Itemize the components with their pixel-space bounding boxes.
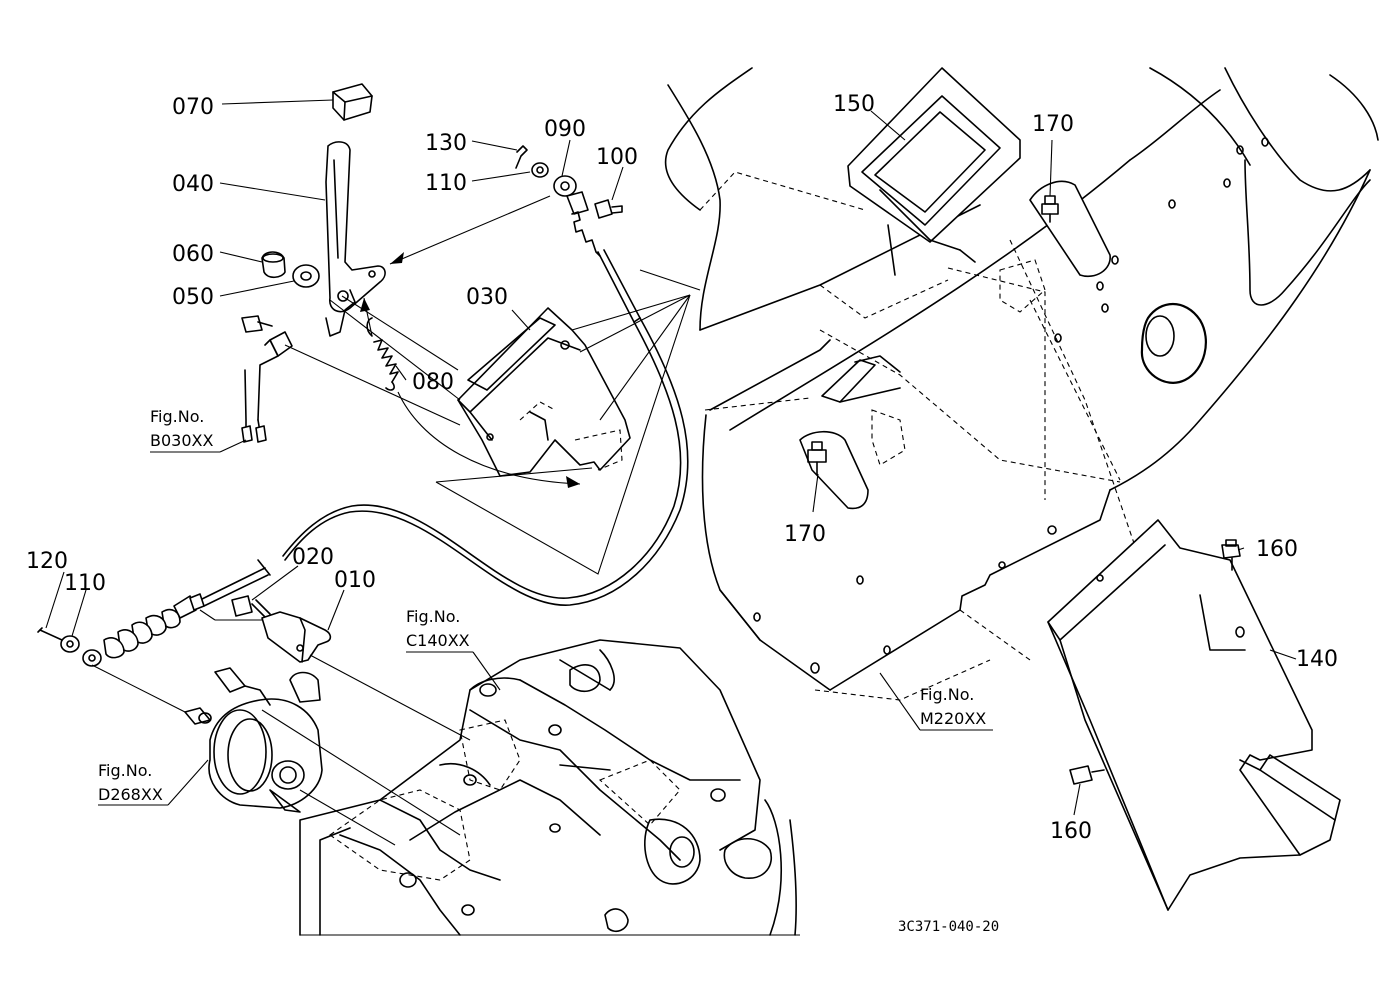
part-170-lower-bracket <box>799 430 869 510</box>
part-b030-switch <box>241 315 293 443</box>
assembly-lines-lower <box>91 609 471 846</box>
fender-holes <box>753 137 1269 674</box>
transmission-housing <box>299 639 800 936</box>
fender-rail <box>821 259 1046 466</box>
label-110-lower: 110 <box>64 571 106 596</box>
label-120: 120 <box>26 549 68 574</box>
part-040-lever <box>325 141 386 337</box>
fig-ref-c140-line2: C140XX <box>406 631 470 650</box>
cable-upper-rod <box>597 249 641 323</box>
label-130: 130 <box>425 131 467 156</box>
label-160-lower: 160 <box>1050 819 1092 844</box>
drawing-code: 3C371-040-20 <box>898 919 999 935</box>
label-170-upper: 170 <box>1032 112 1074 137</box>
fig-ref-c140-line1: Fig.No. <box>406 607 460 626</box>
label-170-lower: 170 <box>784 522 826 547</box>
part-160-bolts <box>1069 539 1241 785</box>
label-070: 070 <box>172 95 214 120</box>
part-110-washer-lower <box>60 635 80 653</box>
label-030: 030 <box>466 285 508 310</box>
label-090: 090 <box>544 117 586 142</box>
part-100-bolt <box>594 199 623 219</box>
fig-ref-b030-line1: Fig.No. <box>150 407 204 426</box>
label-020: 020 <box>292 545 334 570</box>
part-d268-housing <box>184 667 323 813</box>
fender-frame-outline <box>664 67 1379 691</box>
label-060: 060 <box>172 242 214 267</box>
control-cable <box>282 317 689 606</box>
part-090-cable-end <box>553 175 601 257</box>
fig-ref-m220-line1: Fig.No. <box>920 685 974 704</box>
part-110-washer-upper <box>531 162 549 178</box>
label-010: 010 <box>334 568 376 593</box>
part-060-nut <box>261 251 286 279</box>
part-030-bracket <box>457 307 631 477</box>
fig-ref-d268-line1: Fig.No. <box>98 761 152 780</box>
label-100: 100 <box>596 145 638 170</box>
fig-ref-b030-line2: B030XX <box>150 431 213 450</box>
part-120-pin <box>37 627 63 641</box>
leader-lines <box>45 99 1297 816</box>
part-080-spring <box>366 317 399 391</box>
label-050: 050 <box>172 285 214 310</box>
assembly-arrows <box>360 195 581 488</box>
label-140: 140 <box>1296 647 1338 672</box>
part-130-pin <box>515 145 528 169</box>
cable-lower-end <box>82 559 271 667</box>
label-150: 150 <box>833 92 875 117</box>
part-170-upper-bracket <box>1029 180 1111 277</box>
figure-references: Fig.No. B030XX Fig.No. C140XX Fig.No. M2… <box>98 407 986 804</box>
part-070-knob <box>332 83 373 121</box>
label-110-upper: 110 <box>425 171 467 196</box>
label-080: 080 <box>412 370 454 395</box>
part-020-bolt <box>231 595 271 619</box>
label-160-upper: 160 <box>1256 537 1298 562</box>
label-040: 040 <box>172 172 214 197</box>
part-010-bracket <box>261 611 332 663</box>
part-140-side-panel <box>1047 519 1341 911</box>
part-150-tray <box>847 67 1021 276</box>
fig-ref-m220-line2: M220XX <box>920 709 986 728</box>
fig-ref-d268-line2: D268XX <box>98 785 163 804</box>
part-050-washer <box>292 264 320 288</box>
part-labels: 070 040 060 050 130 110 090 100 030 080 … <box>26 92 1338 844</box>
